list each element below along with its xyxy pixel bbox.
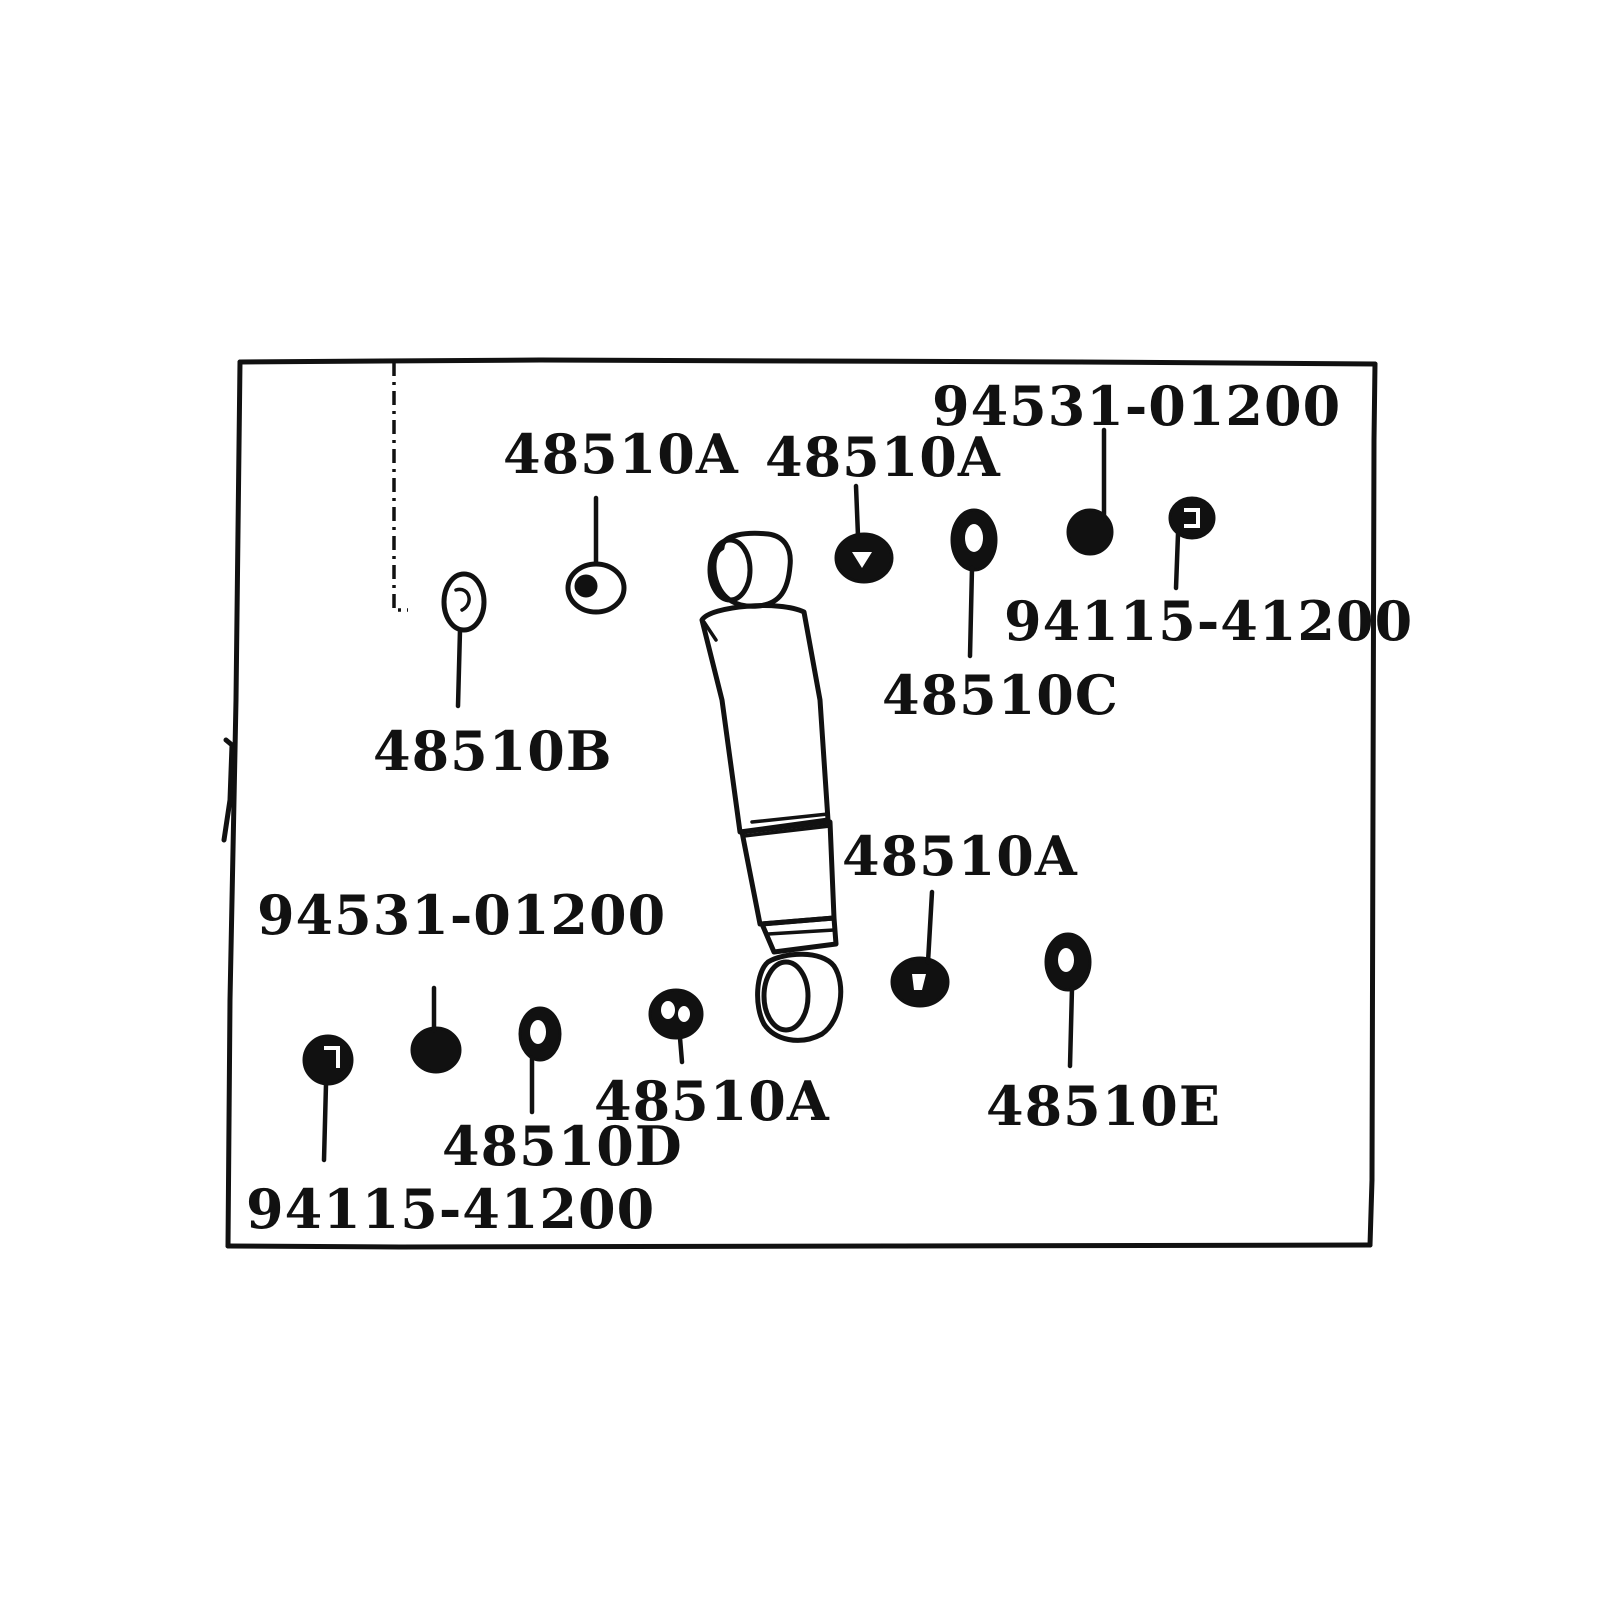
label-48510a-3: 48510A xyxy=(842,824,1078,888)
phantom-line xyxy=(392,362,408,612)
shock-absorber xyxy=(699,530,844,1043)
bushing-48510b xyxy=(441,571,487,633)
label-48510c: 48510C xyxy=(882,663,1119,727)
diagram-frame xyxy=(221,357,1378,1250)
part-labels: 94531-01200 48510A 48510A 94115-41200 48… xyxy=(246,374,1413,1241)
washer-48510c xyxy=(950,508,998,572)
label-48510d: 48510D xyxy=(442,1114,683,1178)
washer-48510d xyxy=(518,1006,562,1062)
washer-94531-top xyxy=(1066,508,1114,556)
bushing-48510a-top-left xyxy=(565,561,627,615)
label-94531-01200-bottom: 94531-01200 xyxy=(257,883,666,947)
washer-48510e xyxy=(1044,932,1092,992)
leader-lines xyxy=(321,427,1181,1163)
label-48510a-1: 48510A xyxy=(503,422,739,486)
label-48510a-4: 48510A xyxy=(594,1069,830,1133)
label-94115-41200-bottom: 94115-41200 xyxy=(246,1177,655,1241)
nut-94115-top xyxy=(1168,496,1216,540)
nut-94115-bottom xyxy=(302,1034,354,1086)
bushing-48510a-bottom-left xyxy=(648,988,704,1040)
label-94531-01200-top: 94531-01200 xyxy=(932,374,1341,438)
bushing-48510a-bottom-right xyxy=(890,956,950,1008)
label-94115-41200-top: 94115-41200 xyxy=(1004,589,1413,653)
label-48510a-2: 48510A xyxy=(765,425,1001,489)
washer-94531-bottom xyxy=(410,1026,462,1074)
label-48510e: 48510E xyxy=(986,1074,1221,1138)
label-48510b: 48510B xyxy=(373,719,613,783)
bushing-48510a-top-right xyxy=(834,532,894,584)
